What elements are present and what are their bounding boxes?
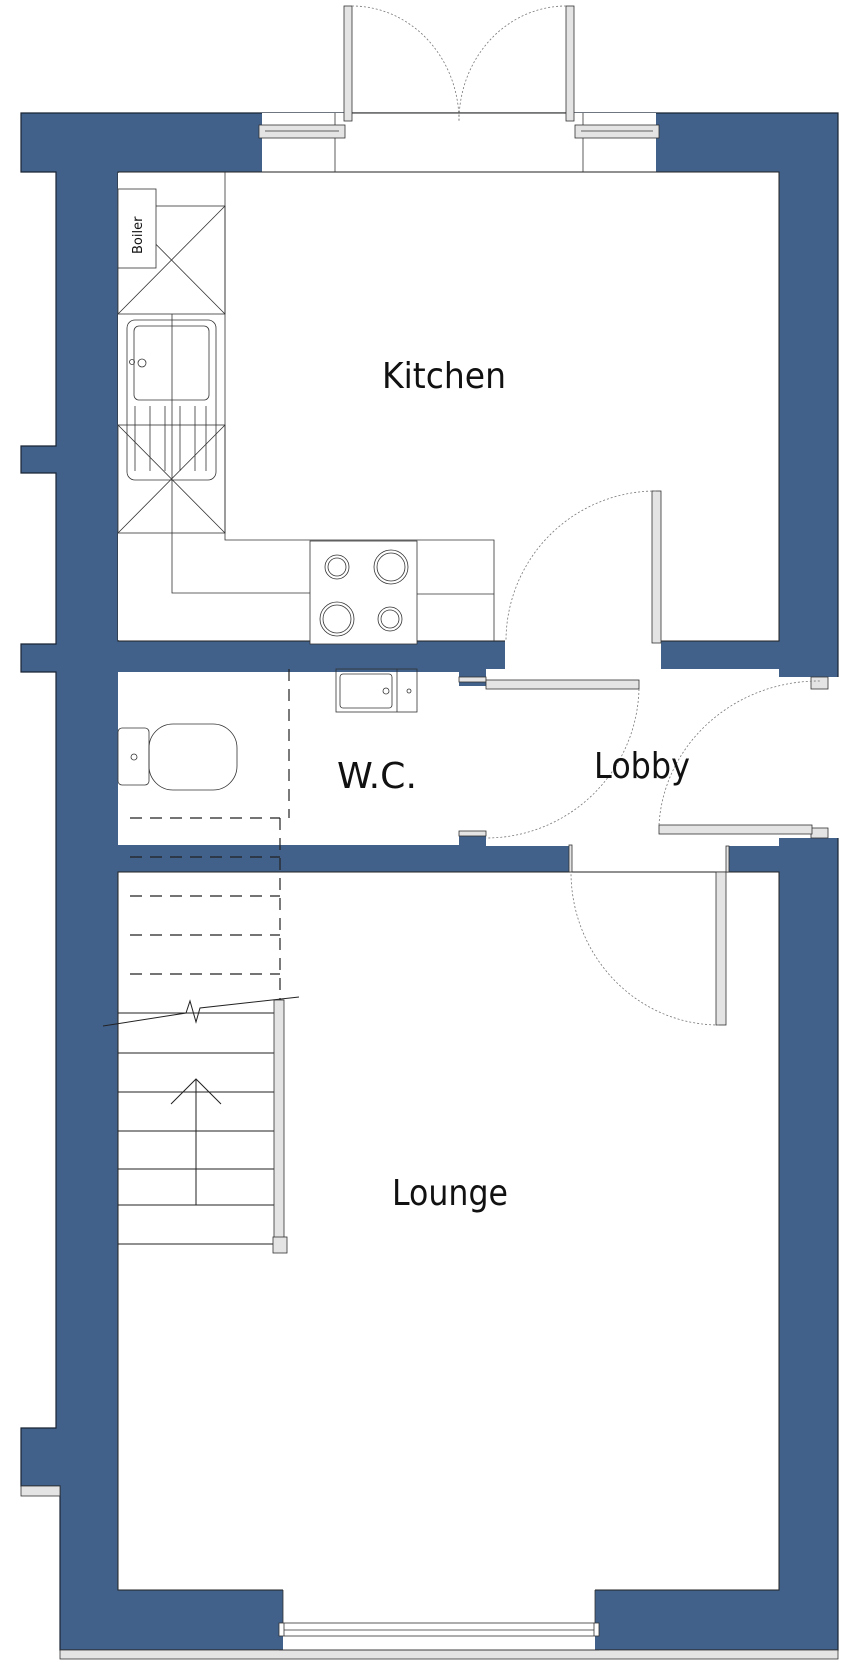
hob xyxy=(309,540,418,645)
handrail xyxy=(273,999,285,1241)
rear-french-doors xyxy=(258,5,660,172)
ground-line xyxy=(59,1649,839,1660)
break-line xyxy=(102,996,300,1027)
room-label-lobby: Lobby xyxy=(594,746,690,787)
stair-direction-arrow-icon xyxy=(170,1078,222,1105)
wc-door xyxy=(458,676,640,839)
toilet xyxy=(117,723,238,791)
staircase xyxy=(102,996,300,1254)
room-label-lounge: Lounge xyxy=(392,1173,508,1214)
lobby-area xyxy=(486,669,779,846)
kitchen-sink xyxy=(126,319,217,481)
kitchen-worktops xyxy=(117,172,495,641)
wc-basin xyxy=(335,668,418,713)
room-label-kitchen: Kitchen xyxy=(382,356,506,397)
boiler-label: Boiler xyxy=(131,216,146,254)
room-label-wc: W.C. xyxy=(337,756,417,797)
front-door xyxy=(658,676,829,839)
newel-post xyxy=(272,1236,288,1254)
lounge-window xyxy=(278,1590,600,1651)
boiler: Boiler xyxy=(117,188,157,269)
under-stair-outline xyxy=(130,669,290,1000)
lounge-door xyxy=(568,844,730,1026)
kitchen-door xyxy=(505,490,662,644)
